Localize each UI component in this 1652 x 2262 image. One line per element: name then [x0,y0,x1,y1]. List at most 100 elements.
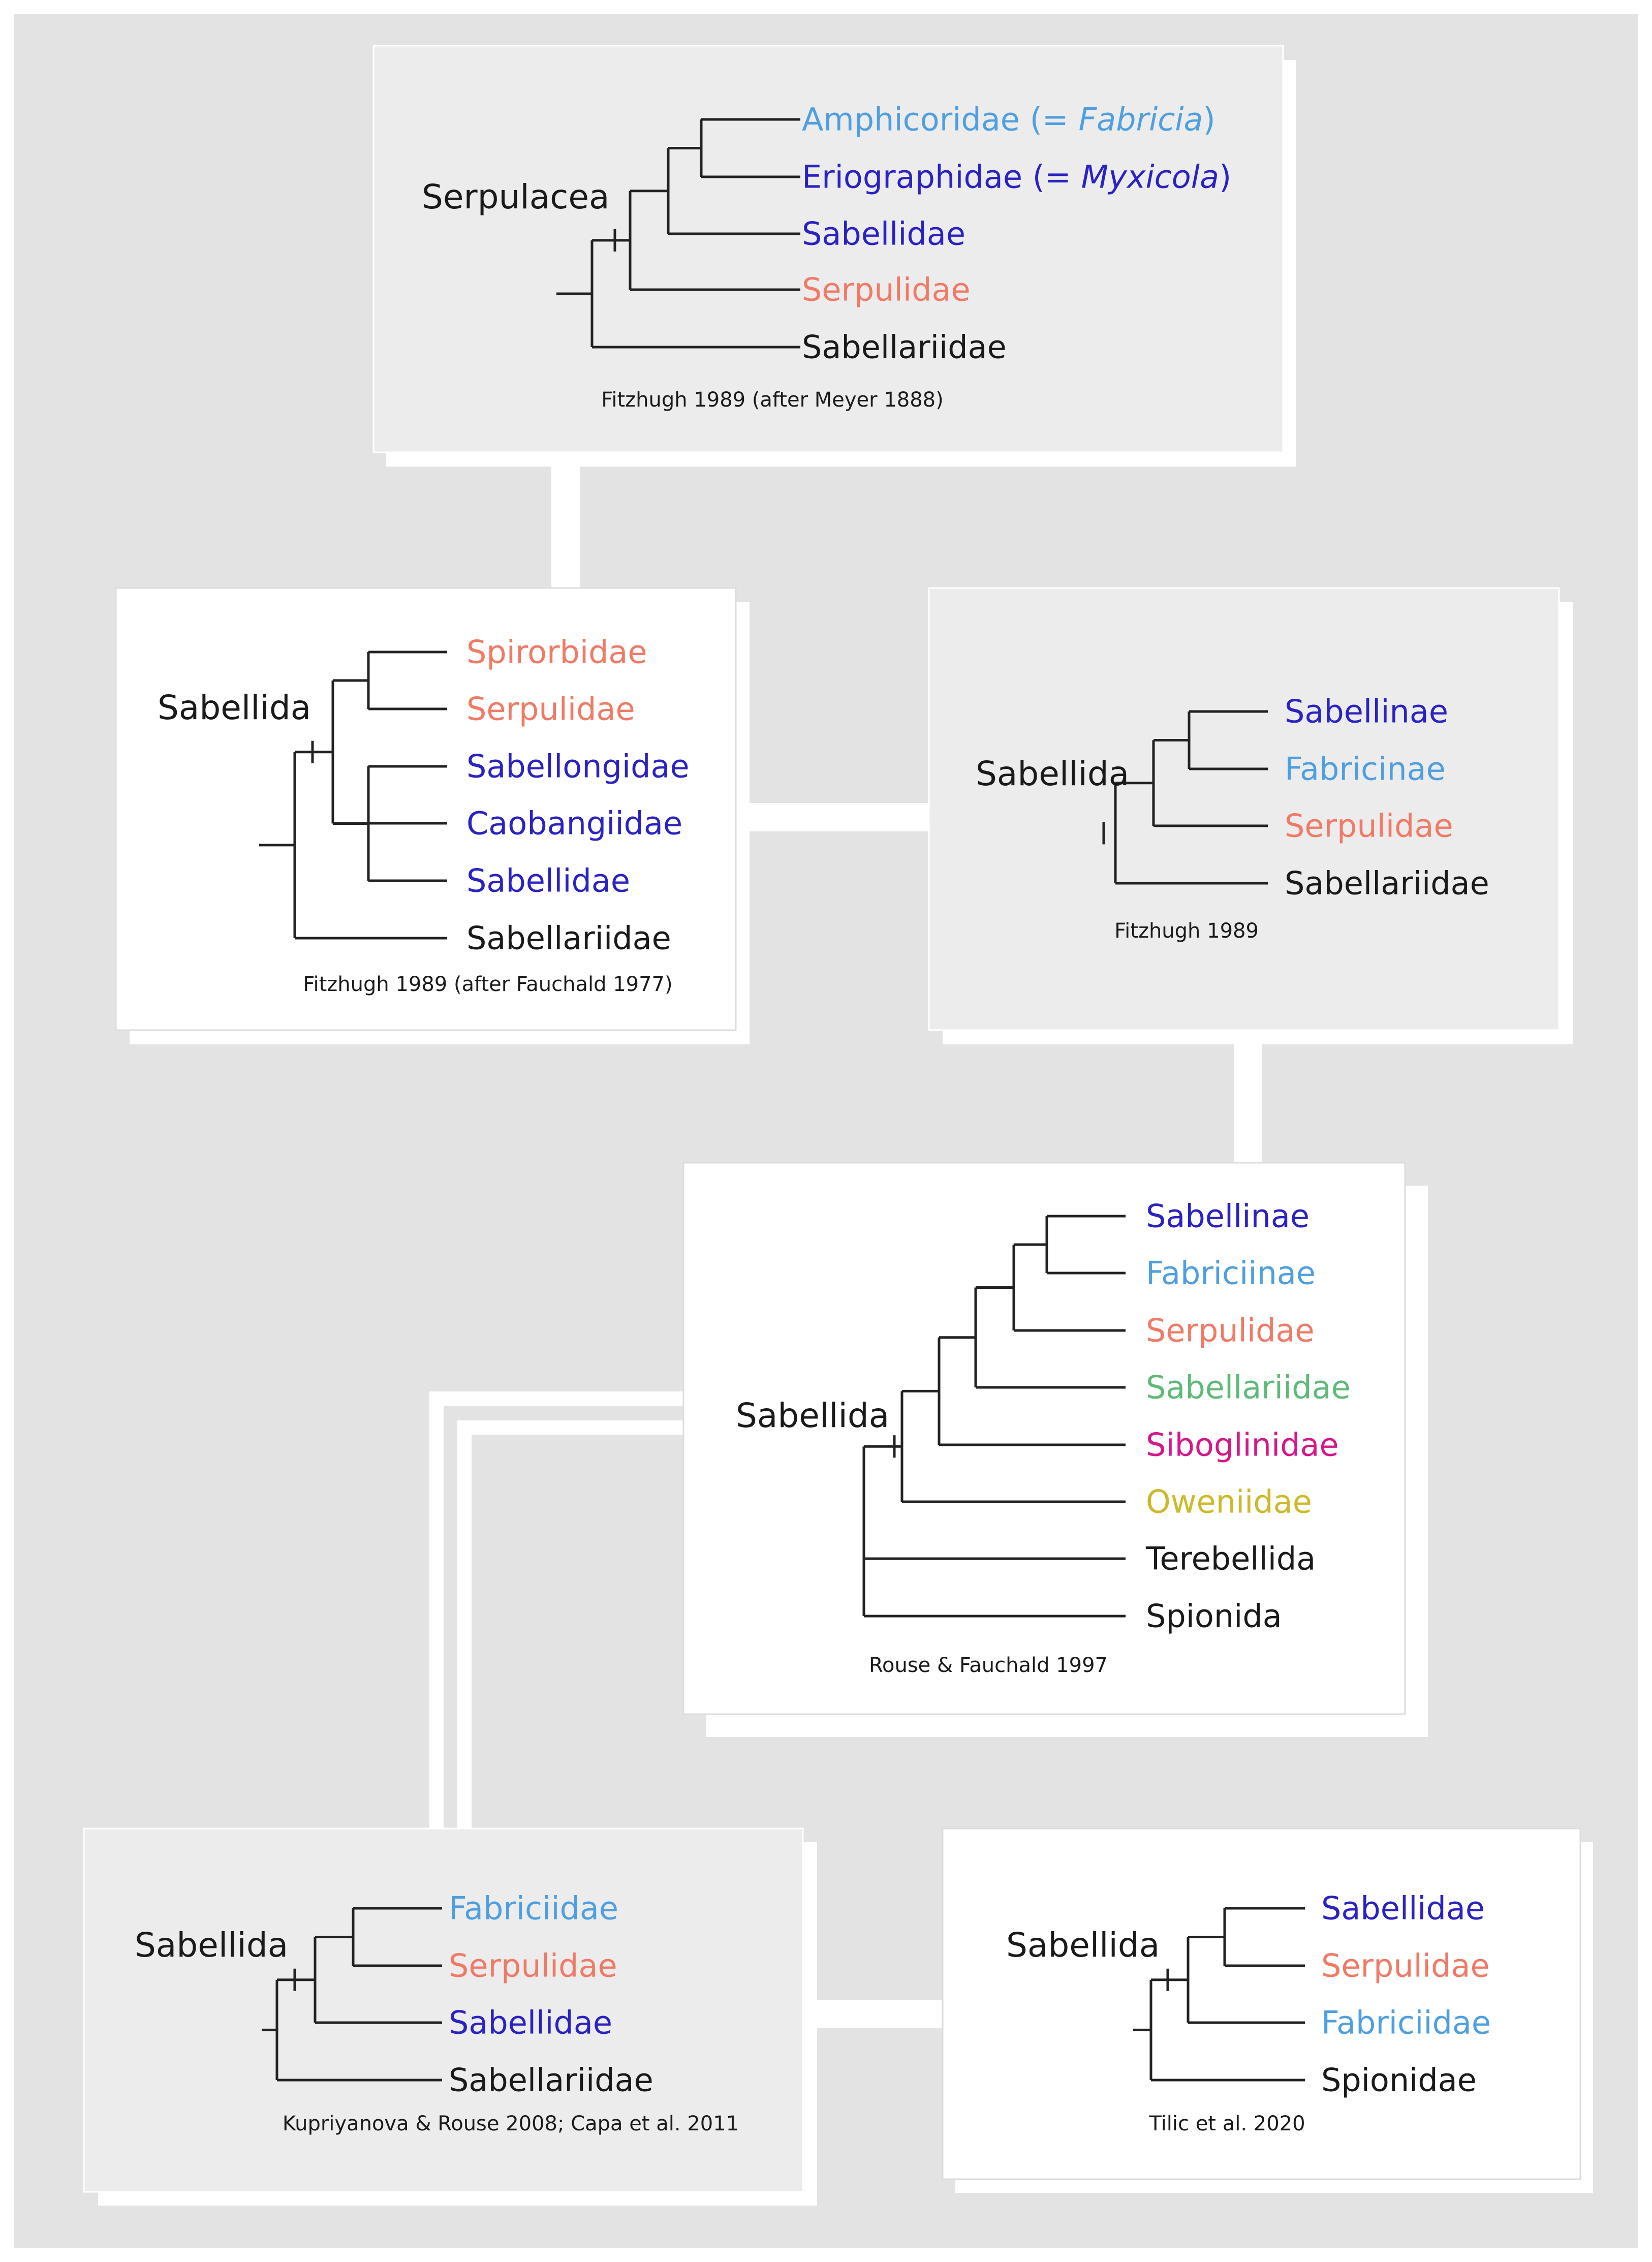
taxon-label: Spionida [1146,1598,1282,1635]
taxon-name: Sabellidae [802,215,965,253]
taxon-name: Serpulidae [1321,1947,1490,1985]
taxon-label: Sabellidae [802,215,965,253]
taxon-label: Sabellidae [449,2004,612,2041]
clade-root-label: Sabellida [736,1396,889,1435]
taxon-name: Sabellariidae [466,920,671,957]
taxon-label: Terebellida [1145,1540,1316,1577]
taxon-name: Siboglinidae [1146,1427,1339,1464]
panel-connectors [429,462,1262,2028]
taxon-name: Sabellidae [449,2004,612,2041]
taxon-name: Sabellidae [466,862,630,900]
taxon-name: Serpulidae [1285,808,1453,845]
taxon-label: Serpulidae [449,1947,617,1985]
taxon-label: Sabellinae [1146,1198,1310,1235]
tree-citation-caption: Tilic et al. 2020 [1148,2112,1305,2135]
panel-box [372,45,1284,453]
panel-box [942,1827,1581,2180]
taxon-name: Serpulidae [466,691,635,728]
taxon-label: Serpulidae [802,271,971,308]
taxon-close: ) [1219,159,1231,196]
taxon-label: Spionidae [1321,2062,1477,2099]
taxon-genus: Myxicola [1081,159,1219,196]
taxon-name: Sabellinae [1285,693,1448,730]
tree-citation-caption: Fitzhugh 1989 (after Fauchald 1977) [303,973,672,996]
taxon-close: ) [1203,101,1215,138]
taxon-name: Spionidae [1321,2062,1477,2099]
taxon-label: Spirorbidae [466,634,647,671]
taxon-name: Spionida [1146,1598,1282,1635]
connector-d-e-inner [457,1420,683,1435]
panel-box [115,587,737,1031]
taxon-label: Sabellariidae [802,329,1007,366]
taxon-label: Sabellariidae [1285,865,1489,902]
taxon-label: Amphicoridae (= Fabricia) [802,101,1215,138]
tree-citation-caption: Fitzhugh 1989 (after Meyer 1888) [601,388,943,412]
taxon-label: Fabricinae [1285,751,1446,788]
panel-sabellida-fauchald: SpirorbidaeSerpulidaeSabellongidaeCaoban… [115,587,750,1044]
clade-root-label: Serpulacea [422,177,609,216]
taxon-label: Sabellongidae [466,748,690,785]
taxon-label: Sabellariidae [466,920,671,957]
taxon-name: Eriographidae (= [802,159,1081,196]
connector-d-e-outer [429,1391,683,1406]
taxon-name: Terebellida [1145,1540,1316,1577]
taxon-name: Sabellariidae [802,329,1007,366]
taxon-name: Serpulidae [1146,1312,1315,1349]
taxon-name: Spirorbidae [466,634,647,671]
tree-citation-caption: Fitzhugh 1989 [1114,919,1259,943]
tree-sabellida-tilic: SabellidaeSerpulidaeFabriciidaeSpionidae… [1006,1890,1491,2135]
tree-serpulacea: Amphicoridae (= Fabricia)Eriographidae (… [422,101,1231,412]
taxon-name: Sabellariidae [1146,1369,1351,1406]
tree-sabellida-fauchald: SpirorbidaeSerpulidaeSabellongidaeCaoban… [158,634,690,996]
clade-root-label: Sabellida [976,754,1129,793]
taxon-label: Sabellariidae [449,2062,653,2099]
connector-b-c [736,803,929,831]
connector-e-f [813,2000,945,2028]
connector-d-e-inner-v [457,1420,472,1829]
tree-sabellida-fitzhugh: SabellinaeFabricinaeSerpulidaeSabellarii… [976,693,1489,943]
tree-citation-caption: Rouse & Fauchald 1997 [869,1654,1108,1677]
clade-root-label: Sabellida [135,1926,288,1965]
panel-serpulacea: Amphicoridae (= Fabricia)Eriographidae (… [372,45,1296,467]
taxon-name: Sabellidae [1321,1890,1485,1927]
taxon-label: Sabellinae [1285,693,1448,730]
taxon-label: Sabellariidae [1146,1369,1351,1406]
taxon-label: Sabellidae [1321,1890,1485,1927]
taxon-name: Serpulidae [802,271,971,308]
connector-d-e-outer-v [429,1391,444,1829]
taxon-label: Serpulidae [1146,1312,1315,1349]
taxon-name: Amphicoridae (= [802,101,1078,138]
panel-box [682,1162,1406,1715]
panel-sabellida-tilic: SabellidaeSerpulidaeFabriciidaeSpionidae… [942,1827,1593,2193]
panel-sabellida-rouse: SabellinaeFabriciinaeSerpulidaeSabellari… [682,1162,1428,1737]
taxon-name: Oweniidae [1146,1483,1312,1521]
taxon-label: Fabriciinae [1146,1255,1316,1292]
taxon-name: Fabricinae [1285,751,1446,788]
taxon-label: Caobangiidae [466,805,682,842]
taxon-label: Serpulidae [466,691,635,728]
clade-root-label: Sabellida [1006,1926,1160,1965]
tree-sabellida-rouse: SabellinaeFabriciinaeSerpulidaeSabellari… [736,1198,1351,1677]
taxon-label: Eriographidae (= Myxicola) [802,159,1231,196]
taxon-name: Sabellariidae [1285,865,1489,902]
taxon-label: Serpulidae [1285,808,1453,845]
panel-box [83,1827,804,2193]
tree-citation-caption: Kupriyanova & Rouse 2008; Capa et al. 20… [283,2112,739,2135]
taxon-label: Oweniidae [1146,1483,1312,1521]
taxon-name: Fabriciidae [1321,2004,1491,2041]
connector-a-b [551,462,580,595]
taxon-label: Fabriciidae [449,1890,618,1927]
taxon-label: Sabellidae [466,862,630,900]
taxon-genus: Fabricia [1078,101,1203,138]
connector-c-d [1234,1042,1262,1164]
taxon-label: Serpulidae [1321,1947,1490,1985]
taxon-name: Fabriciidae [449,1890,618,1927]
panel-box [928,587,1560,1031]
taxon-name: Fabriciinae [1146,1255,1316,1292]
taxon-name: Sabellinae [1146,1198,1310,1235]
tree-sabellida-kupriyanova: FabriciidaeSerpulidaeSabellidaeSabellari… [135,1890,739,2135]
taxon-name: Serpulidae [449,1947,617,1985]
panel-sabellida-fitzhugh: SabellinaeFabricinaeSerpulidaeSabellarii… [928,587,1573,1044]
taxon-label: Fabriciidae [1321,2004,1491,2041]
